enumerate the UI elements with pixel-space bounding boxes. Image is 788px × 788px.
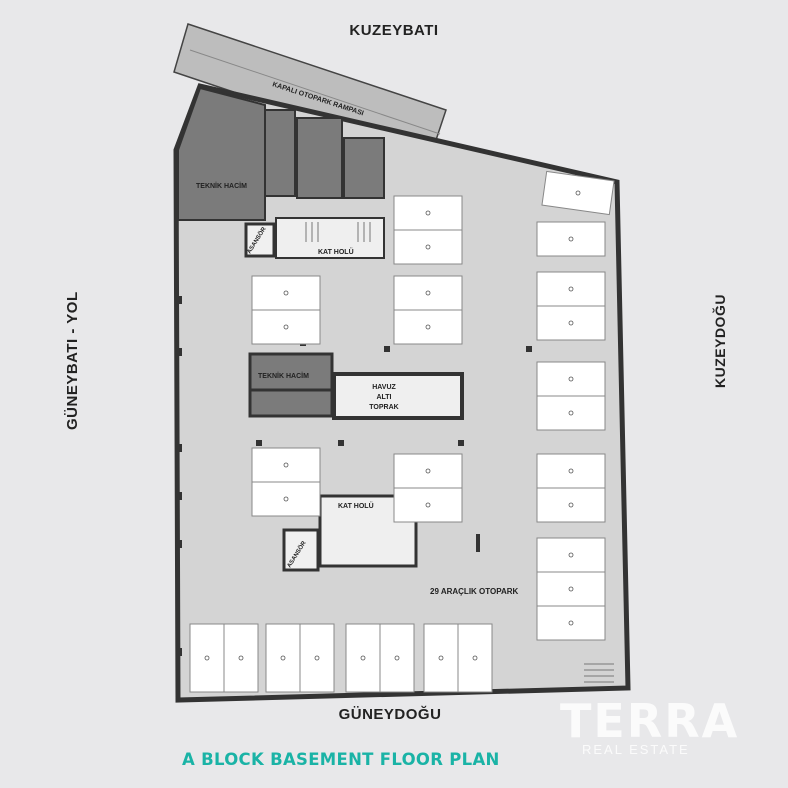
brand-watermark: TERRA REAL ESTATE xyxy=(560,694,770,757)
ramp-centerline xyxy=(189,49,441,135)
plan-title: A BLOCK BASEMENT FLOOR PLAN xyxy=(182,750,500,769)
compass-north-label: KUZEYBATI xyxy=(349,22,439,39)
stairs-corner xyxy=(584,663,614,683)
hall-top xyxy=(275,217,385,259)
parking-capacity-label: 29 ARAÇLIK OTOPARK xyxy=(430,587,519,596)
storage-cell-1 xyxy=(264,109,296,197)
brand-subtitle: REAL ESTATE xyxy=(582,742,690,757)
parking-bays xyxy=(189,195,606,693)
brand-name: TERRA xyxy=(560,694,740,748)
storage-cell-2 xyxy=(296,117,343,199)
storage-cell-3 xyxy=(343,137,385,199)
elevator-bottom xyxy=(282,528,320,572)
pool-soil-area xyxy=(332,372,464,420)
pool-label-1: HAVUZ xyxy=(372,384,396,391)
structural-columns xyxy=(176,296,532,656)
technical-room-mid xyxy=(248,352,334,418)
pool-label-2: ALTI xyxy=(376,394,391,401)
technical-top-label: TEKNİK HACİM xyxy=(196,182,247,190)
bay-markers xyxy=(204,190,581,661)
hall-bottom-label: KAT HOLÜ xyxy=(338,501,374,510)
hall-bottom xyxy=(318,494,418,568)
parking-bay-angled xyxy=(541,170,615,216)
technical-mid-label: TEKNİK HACİM xyxy=(258,372,309,380)
hall-top-label: KAT HOLÜ xyxy=(318,247,354,256)
pool-label-3: TOPRAK xyxy=(369,404,398,411)
elevator-top xyxy=(244,222,276,258)
stairs-top xyxy=(305,222,371,242)
compass-south-label: GÜNEYDOĞU xyxy=(338,706,442,723)
